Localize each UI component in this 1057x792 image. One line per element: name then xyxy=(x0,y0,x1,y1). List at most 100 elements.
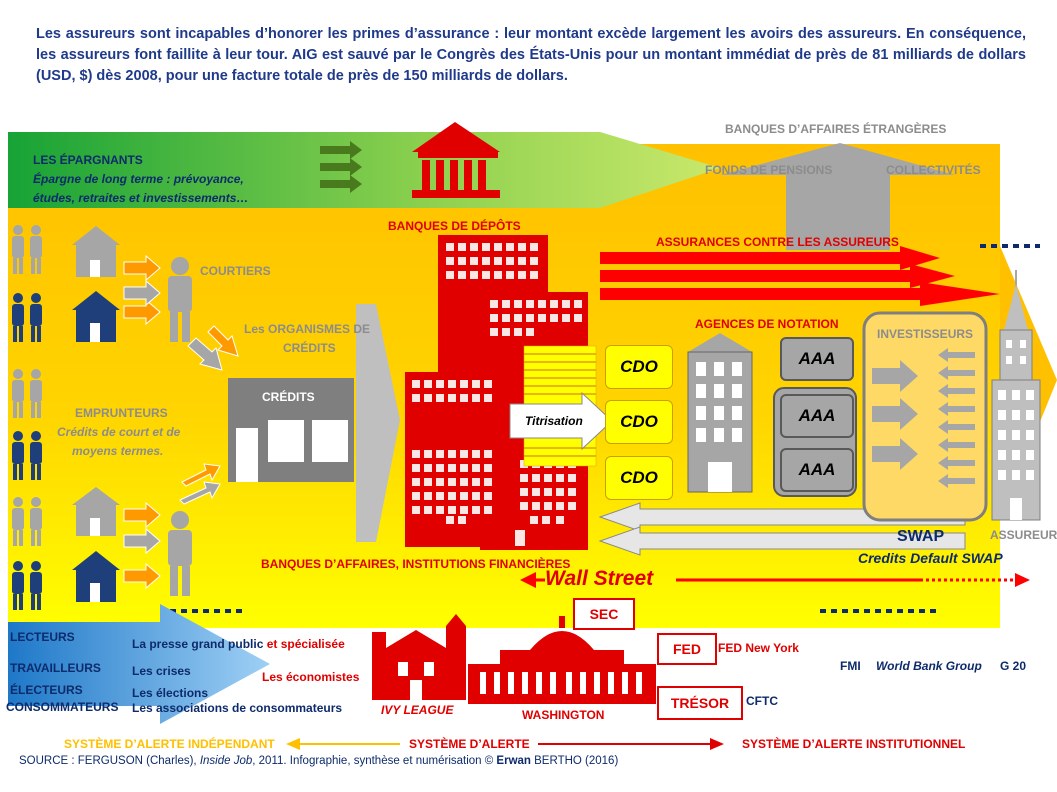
titrisation-arrow xyxy=(509,391,613,451)
broker-icon-1 xyxy=(168,257,192,342)
elections-label: Les élections xyxy=(132,686,209,700)
cdo-box-3: CDO xyxy=(605,456,673,500)
aaa-box-2: AAA xyxy=(780,394,854,438)
fed-new-york-label: FED New York xyxy=(718,641,799,655)
public-blue-arrow xyxy=(8,604,270,724)
rating-agencies-label: AGENCES DE NOTATION xyxy=(695,317,839,331)
intro-paragraph: Les assureurs sont incapables d’honorer … xyxy=(36,26,1026,84)
economists-label: Les économistes xyxy=(262,670,360,684)
sec-box: SEC xyxy=(573,598,635,630)
person-icon-3 xyxy=(12,293,24,342)
person-icon-8 xyxy=(30,431,42,480)
wall-street-buildings xyxy=(405,235,588,550)
person-icon-4 xyxy=(30,293,42,342)
person-icon-12 xyxy=(30,561,42,610)
bank-temple-icon xyxy=(412,122,500,198)
person-icon-1 xyxy=(12,225,24,274)
investment-banks-label: BANQUES D’AFFAIRES, INSTITUTIONS FINANCI… xyxy=(261,557,571,571)
borrowers-title: EMPRUNTEURS xyxy=(75,406,168,420)
foreign-banks-label: BANQUES D’AFFAIRES ÉTRANGÈRES xyxy=(725,122,947,136)
washington-label: WASHINGTON xyxy=(522,708,605,722)
borrowers-desc-1: Crédits de court et de xyxy=(57,425,181,439)
cftc-label: CFTC xyxy=(746,694,778,708)
swap-arrows-left xyxy=(938,348,975,488)
alert-system-label: SYSTÈME D’ALERTE xyxy=(409,737,530,751)
independent-alert-label: SYSTÈME D’ALERTE INDÉPENDANT xyxy=(64,737,275,751)
consumer-associations-label: Les associations de consommateurs xyxy=(132,701,343,715)
insurance-red-arrows xyxy=(600,246,1000,306)
source-prefix: SOURCE : FERGUSON (Charles), xyxy=(19,755,200,767)
readers-label: LECTEURS xyxy=(10,630,75,644)
person-icon-2 xyxy=(30,225,42,274)
savers-title: LES ÉPARGNANTS xyxy=(33,153,143,167)
grey-small-arrows xyxy=(123,279,223,555)
wall-street-label: Wall Street xyxy=(545,567,654,590)
deposit-banks-label: BANQUES DE DÉPÔTS xyxy=(388,219,521,233)
person-icon-10 xyxy=(30,497,42,546)
cdo-box-1: CDO xyxy=(605,345,673,389)
investors-label: INVESTISSEURS xyxy=(877,327,974,341)
ivy-league-building xyxy=(372,614,466,700)
aaa-box-1: AAA xyxy=(780,337,854,381)
world-bank-label: World Bank Group xyxy=(876,659,982,673)
person-icon-7 xyxy=(12,431,24,480)
swap-label: SWAP xyxy=(897,528,945,545)
fed-box: FED xyxy=(657,633,717,665)
borrowers-desc-2: moyens termes. xyxy=(72,444,164,458)
credit-orgs-label-2: CRÉDITS xyxy=(283,341,336,355)
broker-icon-2 xyxy=(168,511,192,596)
source-title: Inside Job xyxy=(199,755,253,767)
credits-to-bank-arrow xyxy=(356,304,400,542)
cds-label: Credits Default SWAP xyxy=(858,550,1003,566)
press-label: La presse grand public et spécialisée xyxy=(132,637,345,651)
crises-label: Les crises xyxy=(132,664,191,678)
tranche-lines xyxy=(524,353,596,457)
voters-label: ÉLECTEURS xyxy=(10,683,83,697)
insurers-label: ASSUREURS xyxy=(990,528,1057,542)
wall-street-line xyxy=(520,572,1030,588)
credits-label: CRÉDITS xyxy=(262,390,315,404)
washington-capitol xyxy=(468,616,656,704)
press-specialised-label: et spécialisée xyxy=(263,637,345,651)
savers-small-arrows xyxy=(320,141,362,193)
cdo-box-2: CDO xyxy=(605,400,673,444)
source-line: SOURCE : FERGUSON (Charles), Inside Job,… xyxy=(19,755,618,767)
person-icon-11 xyxy=(12,561,24,610)
savers-desc-2: études, retraites et investissements… xyxy=(33,191,249,205)
credit-orgs-label-1: Les ORGANISMES DE xyxy=(244,322,371,336)
source-author-first: Erwan xyxy=(496,755,531,767)
foreign-banks-arrow xyxy=(720,143,955,250)
savers-arrow xyxy=(8,132,720,208)
aaa-box-3: AAA xyxy=(780,448,854,492)
investors-frame xyxy=(862,311,988,522)
house-icons xyxy=(72,226,120,602)
pension-funds-label: FONDS DE PENSIONS xyxy=(705,163,833,177)
imf-label: FMI xyxy=(840,659,861,673)
source-author-last: BERTHO (2016) xyxy=(530,755,619,767)
brokers-label: COURTIERS xyxy=(200,264,271,278)
people-figures xyxy=(12,225,192,610)
treasury-box: TRÉSOR xyxy=(657,686,743,720)
collectivites-label: COLLECTIVITÉS xyxy=(886,163,981,177)
consumers-label: CONSOMMATEURS xyxy=(6,700,119,714)
rating-agency-building xyxy=(687,333,753,493)
press-general-label: La presse grand public xyxy=(132,637,264,651)
titrisation-label: Titrisation xyxy=(525,414,583,428)
institutional-alert-label: SYSTÈME D’ALERTE INSTITUTIONNEL xyxy=(742,737,966,751)
insurer-tower xyxy=(991,270,1041,521)
workers-label: TRAVAILLEURS xyxy=(10,661,101,675)
person-icon-9 xyxy=(12,497,24,546)
ivy-league-label: IVY LEAGUE xyxy=(381,703,454,717)
g20-label: G 20 xyxy=(1000,659,1027,673)
person-icon-5 xyxy=(12,369,24,418)
person-icon-6 xyxy=(30,369,42,418)
orange-arrows xyxy=(123,254,239,590)
savers-desc-1: Épargne de long terme : prévoyance, xyxy=(33,172,244,186)
credits-building xyxy=(228,378,354,482)
source-middle: , 2011. Infographie, synthèse et numéris… xyxy=(252,755,497,767)
dotted-boundaries xyxy=(170,244,1040,613)
insurance-against-insurers-label: ASSURANCES CONTRE LES ASSUREURS xyxy=(656,235,899,249)
investor-arrows-right xyxy=(872,360,918,470)
alert-arrows xyxy=(286,738,724,750)
